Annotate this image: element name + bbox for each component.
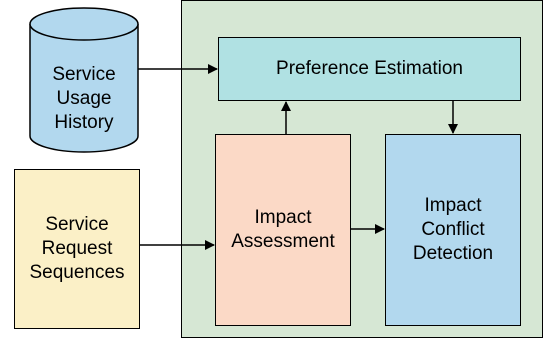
impact-conflict-detection-label: Impact Conflict Detection xyxy=(412,195,494,264)
service-request-sequences-label: Service Request Sequences xyxy=(29,214,125,283)
service-request-sequences-node: Service Request Sequences xyxy=(14,169,140,329)
preference-estimation-node: Preference Estimation xyxy=(218,37,521,101)
service-usage-history-label: Service Usage History xyxy=(52,64,116,133)
impact-assessment-label: Impact Assessment xyxy=(231,207,335,252)
preference-estimation-label: Preference Estimation xyxy=(276,58,463,80)
impact-conflict-detection-node: Impact Conflict Detection xyxy=(385,134,521,326)
impact-assessment-node: Impact Assessment xyxy=(215,134,351,326)
service-usage-history-node: Service Usage History xyxy=(32,50,136,148)
